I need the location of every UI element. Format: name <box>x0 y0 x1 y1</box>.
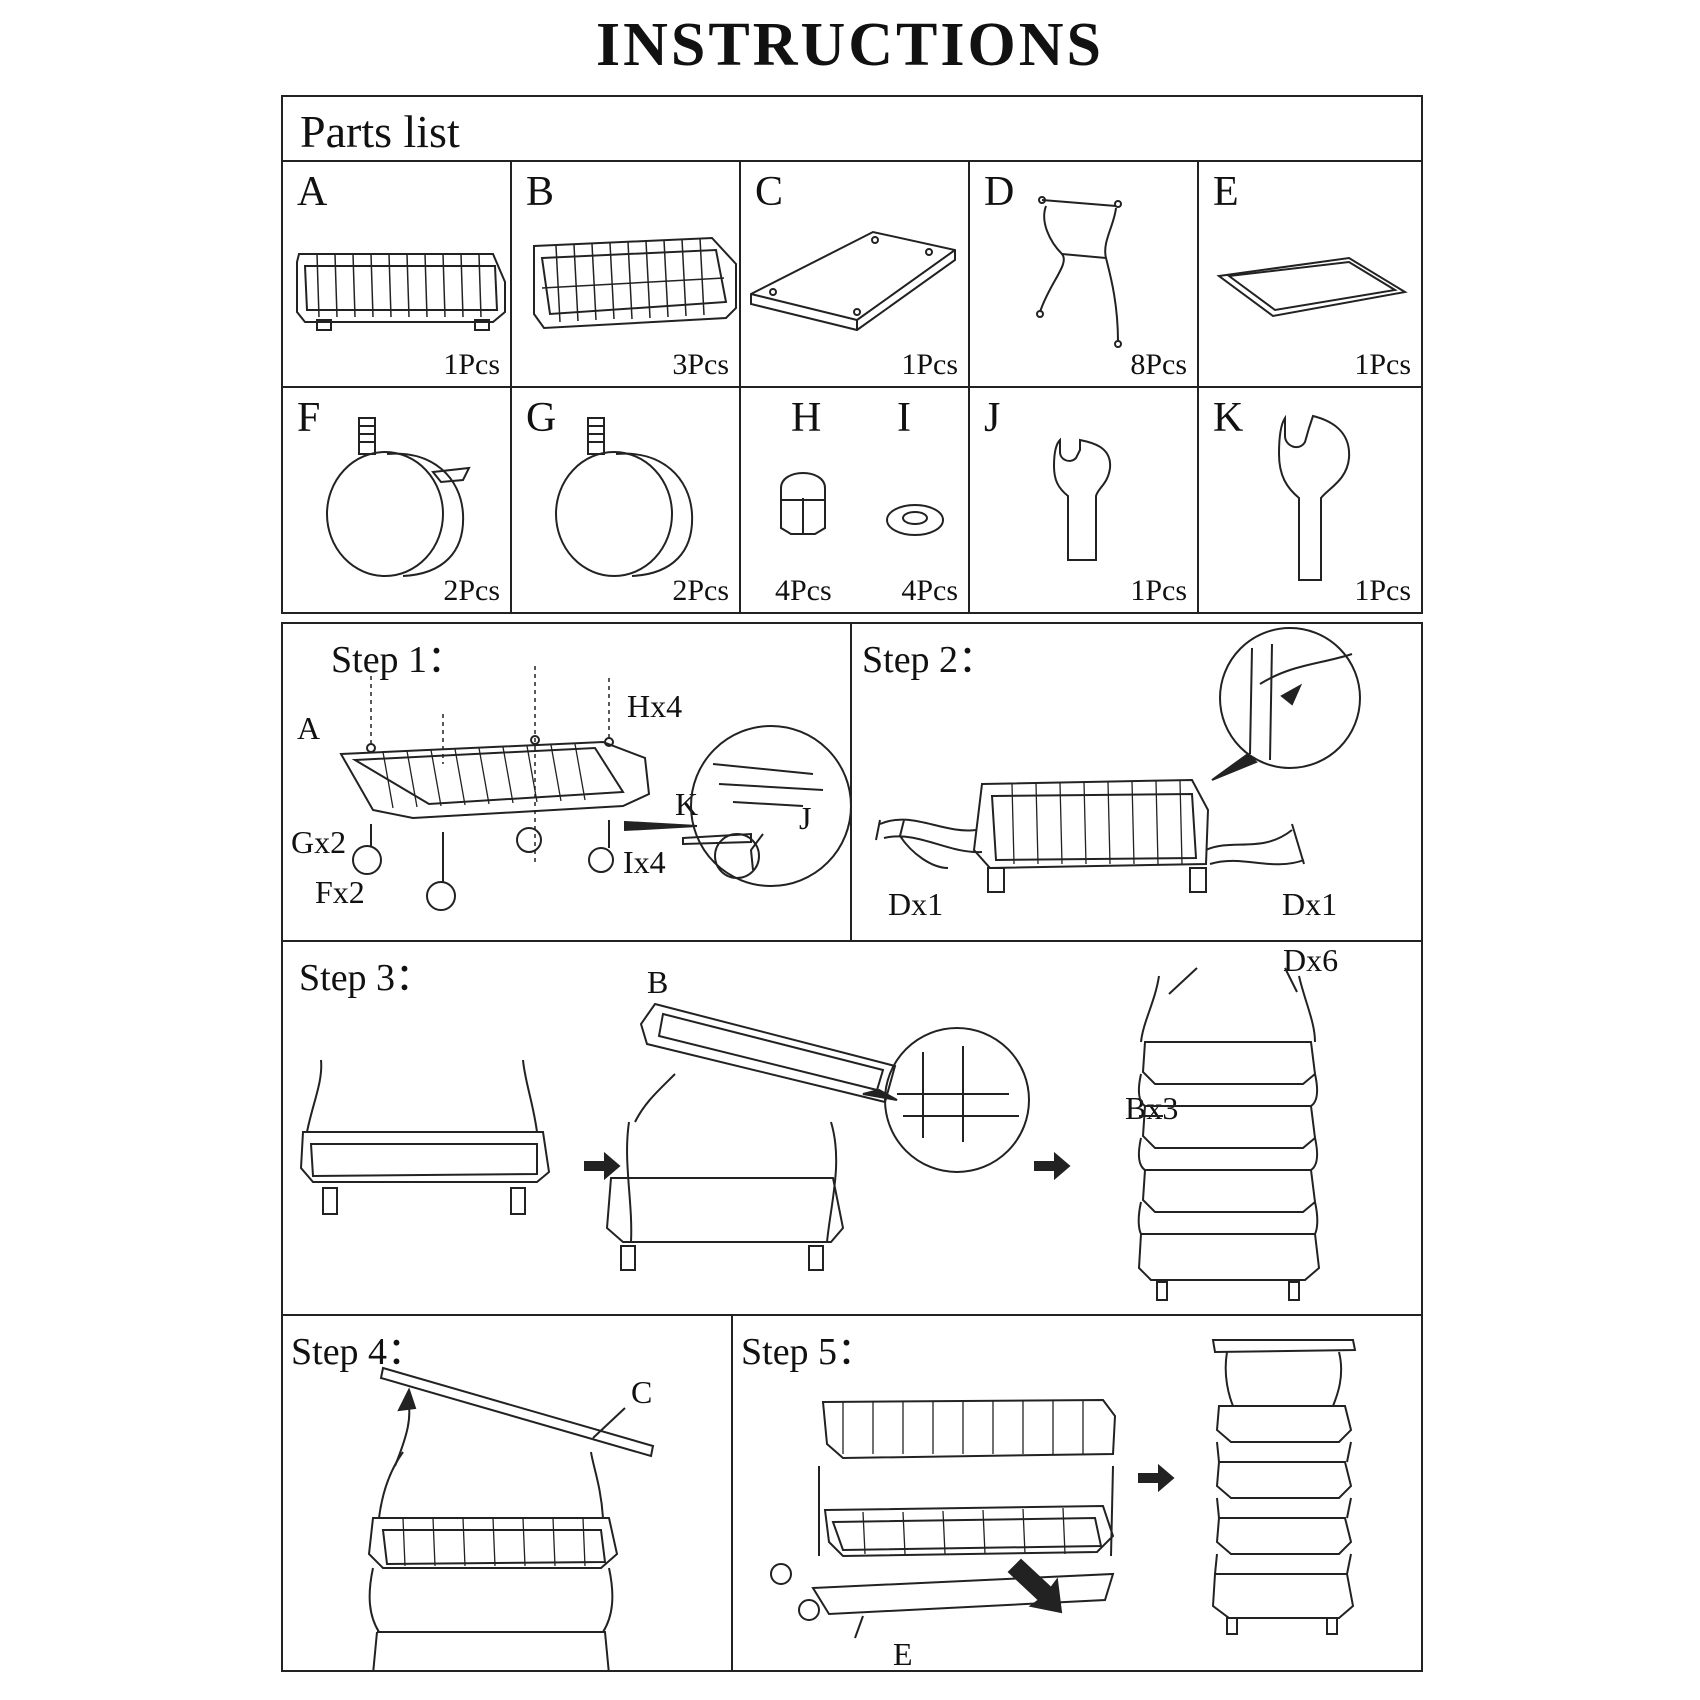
parts-list-header: Parts list <box>281 95 1423 162</box>
step-1-panel: Step 1： A Hx4 Gx2 Fx2 Ix4 K J <box>281 622 852 942</box>
assembled-rack <box>1211 1339 1357 1635</box>
caster-wheels <box>352 827 614 911</box>
detail-magnifier <box>690 725 850 887</box>
part-letter: D <box>984 169 1015 215</box>
step-4-illustration <box>367 1366 655 1670</box>
step-2-panel: Step 2： Dx1 Dx1 <box>850 622 1423 942</box>
step-5-title: Step 5： <box>741 1331 876 1373</box>
caster-icon <box>555 417 694 577</box>
cap-nut-icon <box>780 472 826 535</box>
part-qty-h: 4Pcs <box>775 574 832 607</box>
tray-e <box>811 1572 1115 1616</box>
small-wrench-icon <box>1052 437 1112 561</box>
part-cell-j: J 1Pcs <box>968 386 1199 614</box>
part-cell-e: E 1Pcs <box>1197 160 1423 388</box>
part-cell-f: F 2Pcs <box>281 386 512 614</box>
detail-magnifier <box>1219 627 1361 769</box>
step-2-title: Step 2： <box>862 639 997 681</box>
part-qty: 3Pcs <box>672 348 729 381</box>
step-5-illustration <box>770 1339 1357 1639</box>
label-hx4: Hx4 <box>627 688 683 724</box>
part-cell-c: C 1Pcs <box>739 160 970 388</box>
label-a: A <box>297 710 321 746</box>
part-letter: K <box>1213 395 1244 441</box>
part-letter: F <box>297 395 321 441</box>
part-qty-i: 4Pcs <box>901 574 958 607</box>
step-3-stacked-rack <box>1137 967 1321 1301</box>
step-4-panel: Step 4： C <box>281 1314 733 1672</box>
label-c: C <box>631 1374 653 1410</box>
label-dx6: Dx6 <box>1283 942 1339 978</box>
part-qty: 1Pcs <box>1354 574 1411 607</box>
label-j: J <box>799 800 812 836</box>
label-bx3: Bx3 <box>1125 1090 1179 1126</box>
washer-icon <box>886 504 944 536</box>
label-dx1-right: Dx1 <box>1282 886 1338 922</box>
part-qty: 1Pcs <box>443 348 500 381</box>
part-qty: 1Pcs <box>901 348 958 381</box>
bottom-basket-icon <box>296 253 506 331</box>
part-cell-d: D 8Pcs <box>968 160 1199 388</box>
label-gx2: Gx2 <box>291 824 347 860</box>
page-title: INSTRUCTIONS <box>595 11 1105 79</box>
part-cell-k: K 1Pcs <box>1197 386 1423 614</box>
step-1-illustration <box>339 666 850 911</box>
part-letter: A <box>297 169 328 215</box>
part-letter-i: I <box>897 395 911 441</box>
step-3-panel: Step 3： B Dx6 Bx3 <box>281 940 1423 1316</box>
label-e: E <box>893 1636 913 1672</box>
step-5-panel: Step 5： E <box>731 1314 1423 1672</box>
basket-icon <box>533 236 737 330</box>
tray-icon <box>1216 256 1408 318</box>
part-qty: 2Pcs <box>443 574 500 607</box>
part-qty: 8Pcs <box>1130 348 1187 381</box>
side-frame-icon <box>1036 196 1122 348</box>
label-fx2: Fx2 <box>315 874 365 910</box>
step-1-title: Step 1： <box>331 639 466 681</box>
part-qty: 1Pcs <box>1354 348 1411 381</box>
part-cell-a: A 1Pcs <box>281 160 512 388</box>
parts-list-heading: Parts list <box>300 106 460 157</box>
label-dx1-left: Dx1 <box>888 886 944 922</box>
step-3-title: Step 3： <box>299 957 434 999</box>
part-cell-h-i: H I 4Pcs 4Pcs <box>739 386 970 614</box>
part-cell-b: B 3Pcs <box>510 160 741 388</box>
part-letter: B <box>526 169 555 215</box>
part-qty: 2Pcs <box>672 574 729 607</box>
part-letter: C <box>755 169 784 215</box>
step-3-illustration <box>299 967 1321 1301</box>
part-cell-g: G 2Pcs <box>510 386 741 614</box>
step-3-frame-2 <box>605 1002 897 1271</box>
step-4-title: Step 4： <box>291 1331 426 1373</box>
part-qty: 1Pcs <box>1130 574 1187 607</box>
detail-magnifier <box>884 1027 1030 1173</box>
step-2-illustration <box>875 627 1361 893</box>
large-wrench-icon <box>1277 414 1351 581</box>
part-letter: J <box>984 395 1001 441</box>
top-board-icon <box>750 230 956 332</box>
hardware-icons <box>780 472 944 536</box>
part-letter: E <box>1213 169 1239 215</box>
label-b: B <box>647 964 669 1000</box>
label-ix4: Ix4 <box>623 844 666 880</box>
part-letter: G <box>526 395 557 441</box>
part-letter-h: H <box>791 395 822 441</box>
locking-caster-icon <box>326 417 471 577</box>
top-board <box>379 1366 655 1458</box>
step-3-frame-1 <box>299 1059 551 1215</box>
